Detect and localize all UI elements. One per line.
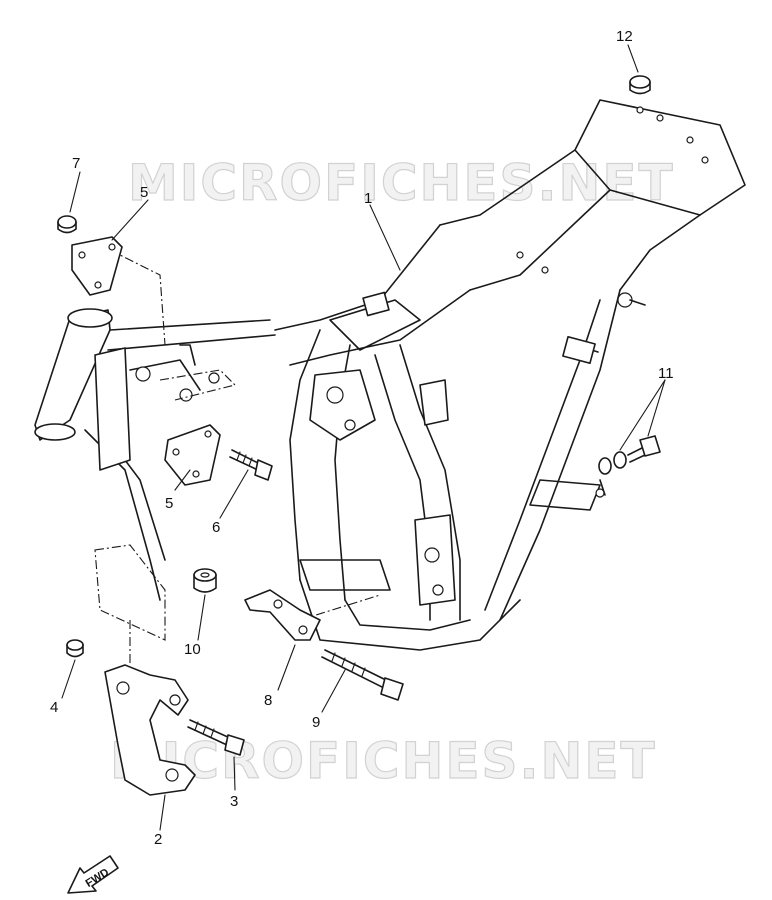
callout-6: 6 (212, 519, 220, 536)
part-7-nut (57, 215, 77, 234)
part-3-bolt (187, 719, 245, 756)
callout-8: 8 (264, 692, 272, 709)
callout-3: 3 (230, 793, 238, 810)
part-8-bracket (244, 589, 321, 641)
fwd-arrow: FWD (67, 855, 119, 894)
part-4-nut (66, 639, 84, 658)
part-5-lower-bracket (164, 424, 221, 486)
leader-lines (61, 44, 666, 831)
callouts: 1 2 3 4 5 5 6 7 8 9 10 11 12 (50, 28, 674, 848)
main-frame (274, 99, 746, 651)
part-6-bolt (229, 449, 273, 481)
callout-4: 4 (50, 699, 58, 716)
callout-11: 11 (658, 365, 674, 382)
callout-7: 7 (72, 155, 80, 172)
callout-10: 10 (184, 641, 201, 658)
part-2-engine-bracket (104, 664, 196, 796)
callout-12: 12 (616, 28, 633, 45)
callout-5b: 5 (165, 495, 173, 512)
watermark-top: MICROFICHES.NET (128, 154, 675, 212)
watermark-bottom: MICROFICHES.NET (110, 732, 657, 790)
callout-1: 1 (364, 190, 372, 207)
head-pipe (34, 308, 276, 601)
part-9-bolt (321, 649, 404, 701)
part-10-collar (193, 568, 217, 593)
part-11-bolt-washers (598, 435, 661, 475)
callout-2: 2 (154, 831, 162, 848)
callout-5a: 5 (140, 184, 148, 201)
part-12-cap (629, 75, 651, 95)
part-5-upper-bracket (71, 236, 123, 296)
callout-9: 9 (312, 714, 320, 731)
